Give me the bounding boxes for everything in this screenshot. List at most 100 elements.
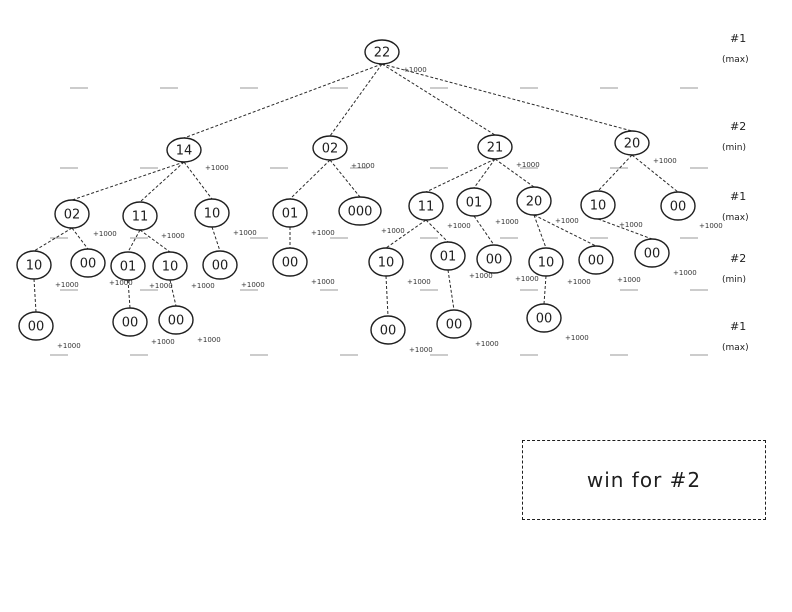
node-shape [614, 130, 650, 156]
node-label: 20 [526, 195, 543, 210]
node-l3e: 00+1000 [202, 250, 265, 289]
node-shape [338, 196, 382, 226]
node-score: +1000 [205, 164, 229, 172]
edge-n14a-l3a [33, 227, 73, 252]
edge-n21-n21b [473, 158, 496, 189]
node-score: +1000 [191, 282, 215, 290]
edge-n21c-l3k [533, 214, 597, 247]
node-l4f: 00+1000 [526, 303, 589, 342]
node-shape [194, 198, 230, 228]
level-label-3: #2(min) [722, 252, 746, 285]
node-label: 11 [418, 200, 435, 215]
node-score: +1000 [409, 346, 433, 354]
node-shape [272, 247, 308, 277]
level-player: #2 [730, 252, 746, 265]
node-n14b: 11+1000 [122, 201, 185, 240]
node-shape [660, 191, 696, 221]
node-label: 10 [204, 207, 221, 222]
node-score: +1000 [403, 66, 427, 74]
node-shape [202, 250, 238, 280]
node-label: 00 [588, 254, 605, 269]
node-label: 10 [538, 256, 555, 271]
edge-n21-n21c [494, 158, 535, 188]
edge-n02-n02a [289, 159, 331, 200]
node-score: +1000 [699, 222, 723, 230]
node-shape [408, 191, 444, 221]
node-label: 00 [644, 247, 661, 262]
node-l3c: 01 +1000 [110, 251, 173, 290]
node-shape [158, 305, 194, 335]
level-player: #2 [730, 120, 746, 133]
node-label: 00 [670, 200, 687, 215]
level-label-2: #1(max) [722, 190, 749, 223]
node-shape [370, 315, 406, 345]
node-score: +1000 [149, 282, 173, 290]
node-shape [18, 311, 54, 341]
node-n02a: 01+1000 [272, 198, 335, 237]
node-score: +1000 [161, 232, 185, 240]
node-shape [122, 201, 158, 231]
node-n02b: 000+1000 [338, 196, 405, 235]
node-shape [526, 303, 562, 333]
node-score: +1000 [515, 275, 539, 283]
node-shape [54, 199, 90, 229]
edge-n14-n14a [71, 161, 185, 201]
node-label: 10 [162, 260, 179, 275]
node-label: 01 [120, 260, 137, 275]
node-l4e: 00+1000 [436, 309, 499, 348]
edge-n02-n02b [329, 159, 361, 198]
node-label: 00 [28, 320, 45, 335]
node-label: 00 [446, 318, 463, 333]
node-label: 02 [64, 208, 81, 223]
node-shape [430, 241, 466, 271]
edge-n14-n14c [183, 161, 213, 200]
node-l4b: 00+1000 [112, 307, 175, 346]
edge-root-n02 [329, 63, 383, 137]
node-score: +1000 [233, 229, 257, 237]
node-label: 10 [378, 256, 395, 271]
node-score: +1000 [311, 278, 335, 286]
node-label: 22 [374, 46, 391, 61]
node-n20: 20+1000 [614, 130, 677, 165]
level-role: (min) [722, 143, 746, 153]
node-shape [436, 309, 472, 339]
node-shape [477, 134, 513, 160]
node-shape [456, 187, 492, 217]
result-text: win for #2 [586, 468, 702, 492]
node-n20b: 00 +1000 [660, 191, 723, 230]
node-shape [368, 247, 404, 277]
node-shape [476, 244, 512, 274]
node-n14: 14+1000 [166, 137, 229, 172]
node-shape [272, 198, 308, 228]
edge-l3j-l4f [543, 275, 547, 305]
tree-nodes: 22+100014+100002+100021+100020+100002+10… [16, 39, 723, 354]
node-l3i: 00 +1000 [476, 244, 539, 283]
edge-l3a-l4a [33, 278, 37, 313]
node-score: +1000 [567, 278, 591, 286]
node-shape [166, 137, 202, 163]
edge-n14c-l3e [211, 226, 221, 252]
node-score: +1000 [653, 157, 677, 165]
node-label: 01 [466, 196, 483, 211]
node-label: 00 [486, 253, 503, 268]
node-label: 10 [590, 199, 607, 214]
node-shape [516, 186, 552, 216]
node-label: 00 [212, 259, 229, 274]
node-n21b: 01+1000 [456, 187, 519, 226]
edge-n21a-l3g [385, 219, 427, 249]
node-label: 00 [282, 256, 299, 271]
node-label: 01 [440, 250, 457, 265]
edge-l3g-l4d [385, 275, 389, 317]
node-n21c: 20 +1000 [516, 186, 579, 225]
node-shape [70, 248, 106, 278]
result-box: win for #2 [522, 440, 766, 520]
node-score: +1000 [555, 217, 579, 225]
node-label: 21 [487, 141, 504, 156]
node-shape [634, 238, 670, 268]
node-label: 00 [168, 314, 185, 329]
level-player: #1 [730, 32, 746, 45]
level-labels: #1(max)#2(min)#1(max)#2(min)#1(max) [722, 32, 749, 353]
node-n02: 02+1000 [312, 135, 375, 170]
node-shape [580, 190, 616, 220]
